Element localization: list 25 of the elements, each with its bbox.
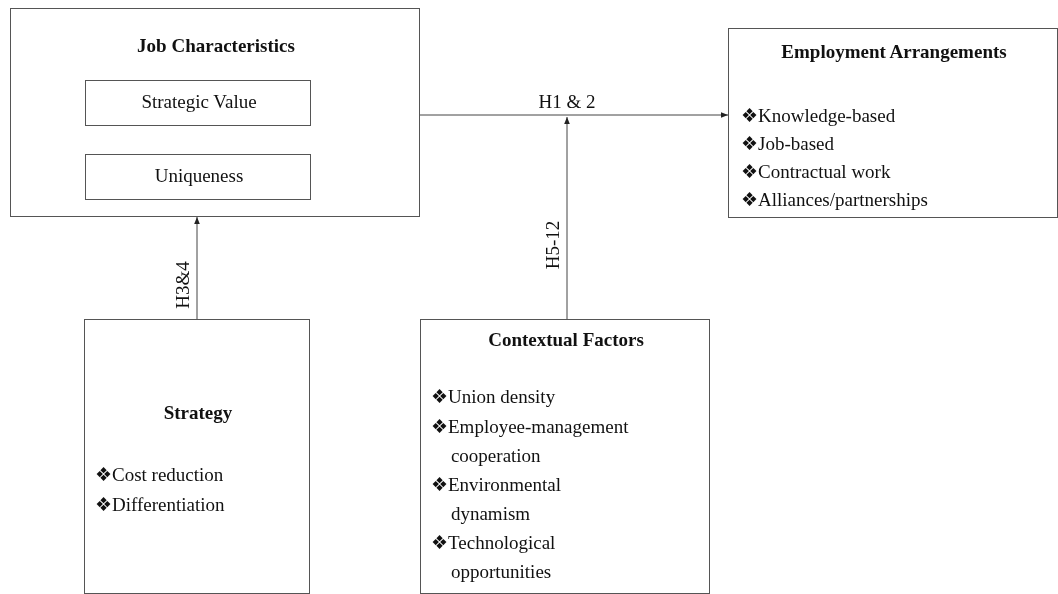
bullet-item: ❖Environmental dynamism xyxy=(431,473,562,526)
bullet-item: ❖Employee-management cooperation xyxy=(431,415,630,468)
factor-label: Uniqueness xyxy=(153,164,245,188)
heading: Contextual Factors xyxy=(487,328,645,352)
factor-box xyxy=(85,80,311,126)
factor-label: Strategic Value xyxy=(140,90,258,114)
factor-box xyxy=(85,154,311,200)
heading: Employment Arrangements xyxy=(780,40,1008,64)
outcome-box xyxy=(728,28,1058,218)
context-box xyxy=(420,319,710,594)
bullet-item: ❖Cost reduction xyxy=(95,463,224,487)
bullet-item: ❖Technological opportunities xyxy=(431,531,557,584)
heading: Strategy xyxy=(162,401,234,425)
group-box xyxy=(10,8,420,217)
bullet-item: ❖Union density xyxy=(431,385,557,409)
arrow xyxy=(194,216,200,320)
bullet-item: ❖Job-based xyxy=(741,132,834,156)
arrow xyxy=(419,112,729,118)
bullet-item: ❖Knowledge-based xyxy=(741,104,896,128)
bullet-item: ❖Alliances/partnerships xyxy=(741,188,928,212)
bullet-item: ❖Contractual work xyxy=(741,160,891,184)
strategy-box xyxy=(84,319,310,594)
bullet-item: ❖Differentiation xyxy=(95,493,225,517)
arrow xyxy=(564,116,570,320)
heading: Job Characteristics xyxy=(136,34,296,58)
